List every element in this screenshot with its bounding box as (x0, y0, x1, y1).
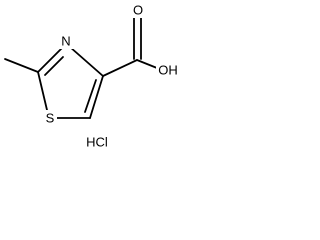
atom-nitrogen: N (61, 34, 70, 49)
bond-c2-n3 (37, 47, 63, 73)
bond-carboxyl-oh (136, 59, 158, 69)
atom-hydroxyl: OH (158, 63, 178, 78)
atom-sulfur: S (46, 111, 55, 126)
bond-c4-carboxyl (102, 59, 138, 77)
bond-c4-c5-second (84, 79, 97, 113)
bond-s1-c2 (37, 71, 48, 111)
atom-labels: N S O OH (42, 3, 180, 126)
chemical-structure-diagram: N S O OH HCl (4, 3, 180, 150)
atom-carbonyl-oxygen: O (133, 3, 143, 18)
salt-label: HCl (86, 135, 108, 150)
bond-n3-c4 (69, 46, 104, 77)
bond-methyl-c2 (4, 58, 39, 73)
bond-c4-c5 (89, 75, 104, 119)
bond-c2-n3-second (44, 56, 64, 76)
bonds (4, 17, 158, 119)
